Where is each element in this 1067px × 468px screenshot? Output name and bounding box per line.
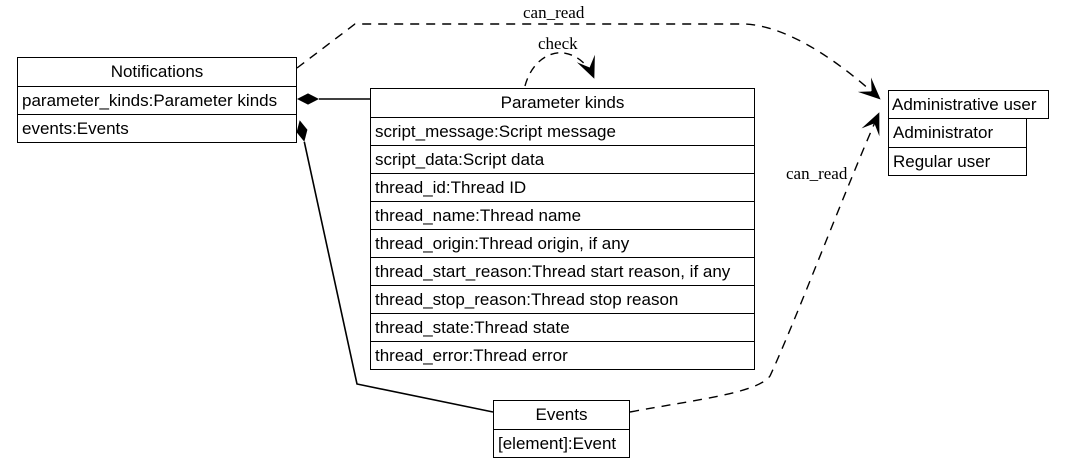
node-parameter-kinds-title: Parameter kinds [500,93,625,112]
node-parameter-kinds-row-thread-error: thread_error:Thread error [371,341,754,369]
node-parameter-kinds-row-thread-origin: thread_origin:Thread origin, if any [371,229,754,257]
node-notifications-row-parameter-kinds: parameter_kinds:Parameter kinds [18,86,296,114]
node-parameter-kinds-row-thread-stop-reason: thread_stop_reason:Thread stop reason [371,285,754,313]
node-parameter-kinds: Parameter kinds script_message:Script me… [370,88,755,370]
node-parameter-kinds-row-thread-id: thread_id:Thread ID [371,173,754,201]
node-parameter-kinds-row-thread-state: thread_state:Thread state [371,313,754,341]
composition-diamond-events [296,120,308,142]
node-administrative-user-body: Administrator Regular user [888,117,1027,176]
node-administrative-user-title: Administrative user [888,90,1049,119]
node-events: Events [element]:Event [493,400,630,458]
node-notifications-row-events: events:Events [18,114,296,142]
node-parameter-kinds-row-script-message: script_message:Script message [371,117,754,145]
node-parameter-kinds-row-thread-name: thread_name:Thread name [371,201,754,229]
node-administrative-user-row-administrator: Administrator [893,122,994,142]
edge-can-read-top [296,23,881,100]
node-notifications-title: Notifications [110,62,204,81]
composition-diamond-parameter-kinds [297,93,319,105]
edge-events [303,141,494,413]
node-parameter-kinds-row-thread-start-reason: thread_start_reason:Thread start reason,… [371,257,754,285]
node-administrative-user-row-regular-user: Regular user [889,146,1026,175]
node-notifications: Notifications parameter_kinds:Parameter … [17,57,297,143]
edge-label-can-read-right: can_read [786,164,848,183]
edge-label-can-read-top: can_read [523,3,585,22]
node-events-row-element: [element]:Event [494,429,629,457]
node-events-title: Events [535,405,588,424]
edge-check-self-loop [524,52,595,87]
edge-label-check: check [538,34,578,53]
node-parameter-kinds-row-script-data: script_data:Script data [371,145,754,173]
node-administrative-user: Administrative user Administrator Regula… [888,90,1050,176]
edge-can-read-events [629,112,880,413]
